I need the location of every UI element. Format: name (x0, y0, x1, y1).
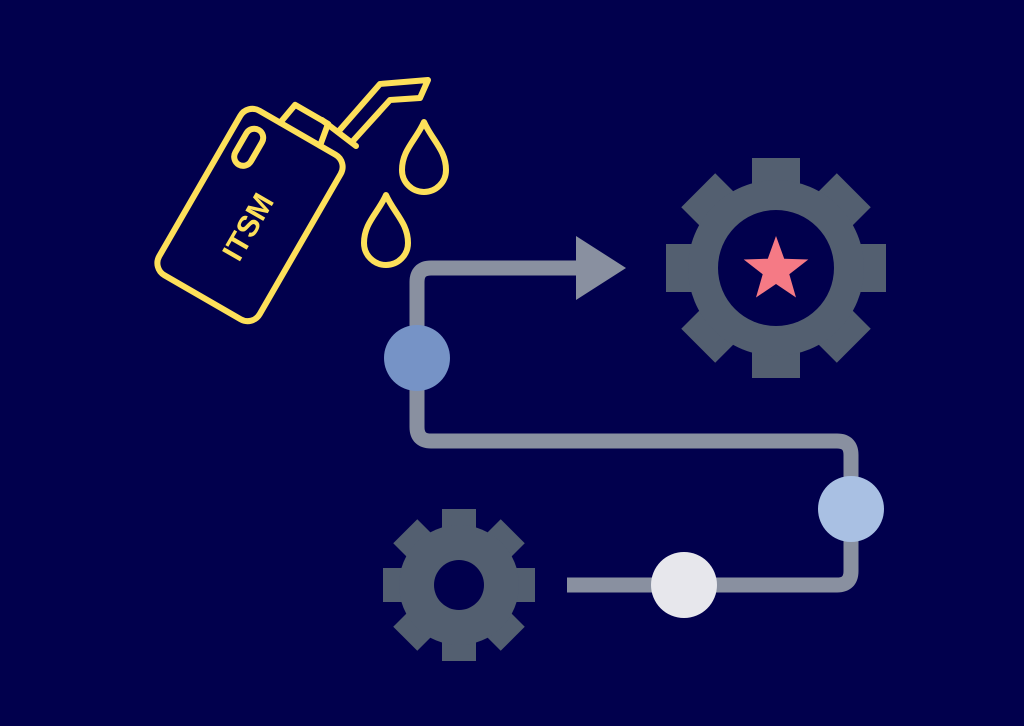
gear-with-star-icon (666, 158, 886, 378)
gear-tooth (681, 306, 738, 363)
gear-tooth (681, 173, 738, 230)
arrow-right-icon (576, 236, 626, 300)
gear-tooth (393, 519, 436, 562)
gear-tooth (393, 608, 436, 651)
oil-drop-icon (399, 119, 449, 195)
process-path (409, 260, 859, 593)
fuel-canister-icon (154, 77, 431, 325)
milestone-dot-3 (651, 552, 717, 618)
canister-body (154, 105, 346, 325)
oil-drop-icon (361, 192, 411, 268)
gear-tooth (482, 608, 525, 651)
gear-tooth (814, 306, 871, 363)
canister-handle (231, 125, 267, 169)
canister-spout (335, 77, 431, 145)
star-icon (743, 236, 809, 298)
oil-drops (361, 119, 449, 268)
spout-collar (319, 117, 359, 149)
milestone-dot-1 (384, 325, 450, 391)
canister-neck (277, 101, 332, 149)
gear-tooth (814, 173, 871, 230)
milestone-dot-2 (818, 476, 884, 542)
gear-icon (383, 509, 535, 661)
gear-tooth (482, 519, 525, 562)
